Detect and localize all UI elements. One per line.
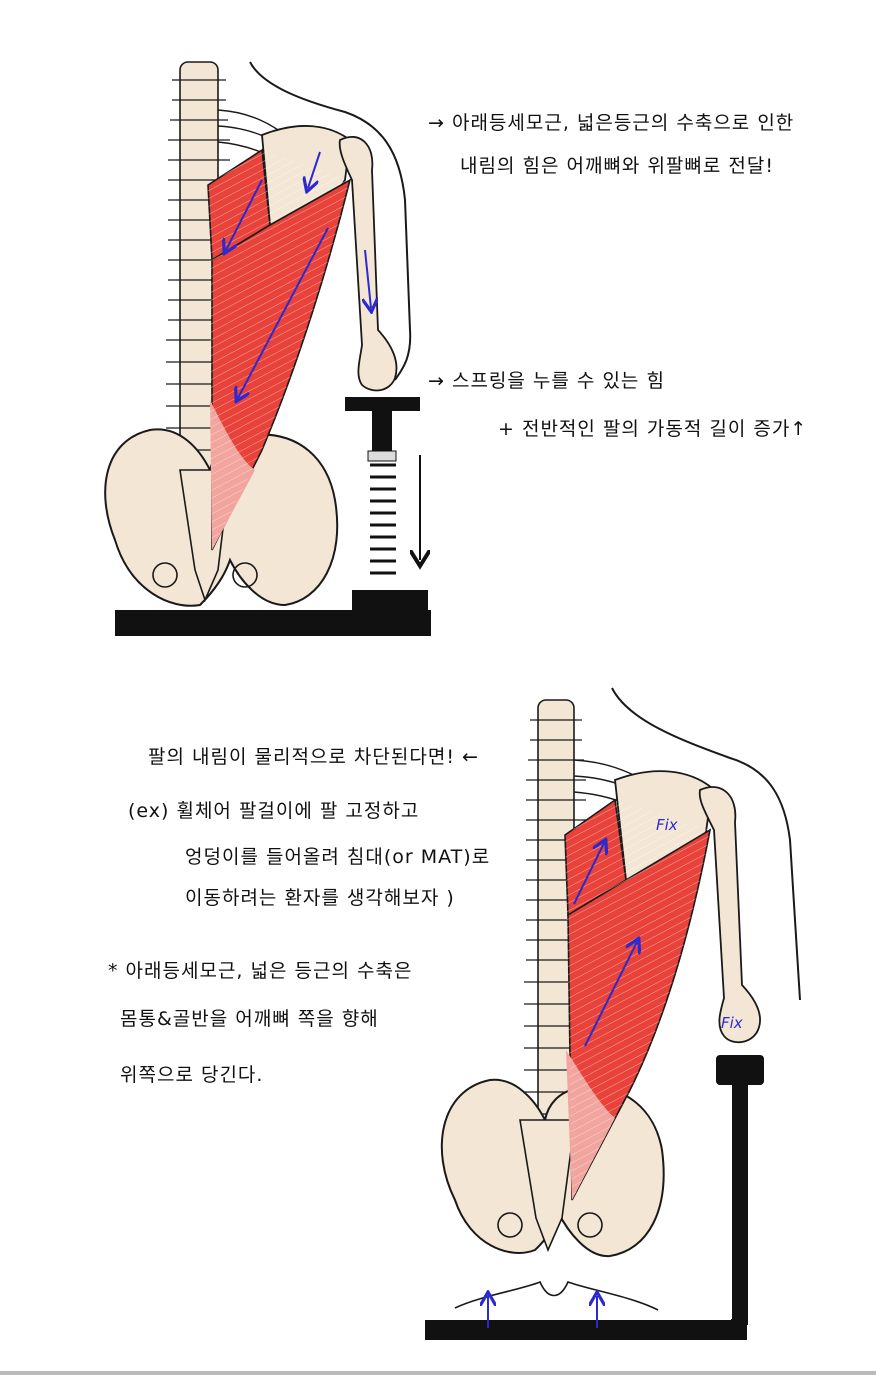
top-arrow-lat-down <box>238 227 329 398</box>
fix-label-scapula: Fix <box>656 816 678 834</box>
bottom-note-line-1: 팔의 내림이 물리적으로 차단된다면! ← <box>148 746 479 768</box>
top-figure <box>104 61 431 636</box>
bottom-arm <box>698 786 761 1044</box>
top-note-1-line-2: 내림의 힘은 어깨뼈와 위팔뼈로 전달! <box>460 155 774 177</box>
top-note-2-line-1: → 스프링을 누를 수 있는 힘 <box>428 370 665 392</box>
bottom-armrest <box>716 1055 764 1335</box>
bottom-note-line-6: 몸통&골반을 어깨뼈 쪽을 향해 <box>120 1008 379 1030</box>
top-spring-device <box>345 397 428 612</box>
top-arm <box>338 135 398 392</box>
bottom-note-line-2: (ex) 휠체어 팔걸이에 팔 고정하고 <box>128 800 420 822</box>
bottom-arrow-trap-up <box>573 843 604 905</box>
top-arrow-scapula-down <box>308 151 321 188</box>
fix-label-arm: Fix <box>721 1014 743 1032</box>
bottom-figure: Fix Fix <box>425 687 801 1340</box>
bottom-body-outline <box>611 687 801 1001</box>
bottom-note-line-7: 위쪽으로 당긴다. <box>120 1064 264 1086</box>
bottom-base-bar <box>425 1320 747 1340</box>
top-arrow-trap-down <box>226 179 263 250</box>
bottom-arrow-lat-up <box>584 942 637 1047</box>
bottom-sacrum <box>519 1119 576 1253</box>
bottom-rule <box>0 1371 876 1375</box>
top-arrow-arm-down <box>365 249 371 308</box>
top-note-1-line-1: → 아래등세모근, 넓은등근의 수축으로 인한 <box>428 112 795 134</box>
top-note-2-line-2: + 전반적인 팔의 가동적 길이 증가↑ <box>498 418 808 440</box>
bottom-note-line-4: 이동하려는 환자를 생각해보자 ) <box>185 887 455 909</box>
bottom-note-line-3: 엉덩이를 들어올려 침대(or MAT)로 <box>185 846 491 868</box>
bottom-buttocks <box>454 1280 659 1311</box>
top-base-bar <box>115 610 431 636</box>
top-body-outline <box>249 61 412 381</box>
bottom-note-line-5: * 아래등세모근, 넓은 등근의 수축은 <box>108 960 413 982</box>
